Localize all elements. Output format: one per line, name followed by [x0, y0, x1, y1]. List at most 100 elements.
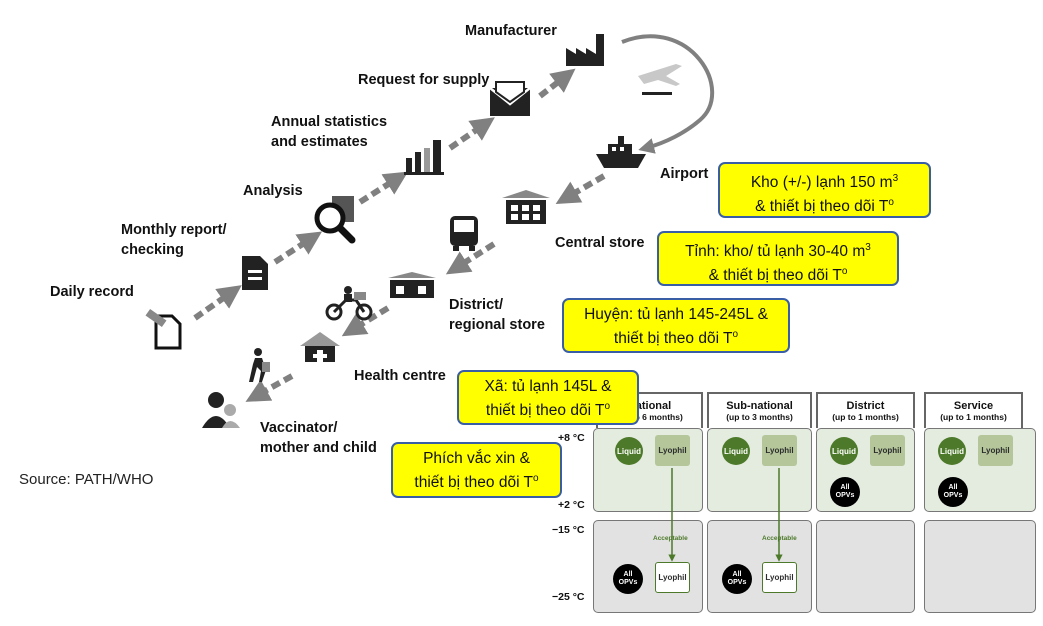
temp-minus25: −25 °C — [552, 591, 585, 603]
arrow-stats-to-request — [448, 117, 495, 151]
label-central-store: Central store — [555, 235, 645, 251]
note-national-store: Kho (+/-) lạnh 150 m3 & thiết bị theo dõ… — [718, 162, 931, 218]
airport-ship-icon — [596, 136, 646, 168]
note-vaccine-carrier-line2: thiết bị theo dõi T — [414, 474, 534, 492]
superscript: o — [533, 473, 539, 484]
label-vaccinator-line1: Vaccinator/ — [260, 420, 338, 436]
label-airport: Airport — [660, 166, 709, 182]
column-subtitle: (up to 3 months) — [726, 412, 793, 422]
note-vaccine-carrier-line1: Phích vắc xin & — [423, 450, 530, 467]
temp-plus2: +2 °C — [558, 499, 585, 511]
lyophil-vaccine: Lyophil — [978, 435, 1013, 466]
bar-chart-icon — [404, 140, 444, 175]
note-province-store: Tỉnh: kho/ tủ lạnh 30-40 m3 & thiết bị t… — [657, 231, 899, 286]
label-vaccinator-line2: mother and child — [260, 440, 377, 456]
airplane-icon — [638, 64, 682, 95]
column-header-service: Service (up to 1 months) — [924, 392, 1023, 428]
envelope-icon — [489, 81, 531, 116]
motorbike-icon — [325, 286, 373, 321]
superscript: 3 — [865, 242, 871, 253]
factory-icon — [566, 34, 604, 66]
arrow-monthly-to-analysis — [273, 231, 323, 265]
mother-child-icon — [202, 392, 240, 428]
arrow-daily-to-monthly — [193, 285, 242, 321]
bus-icon — [450, 216, 478, 251]
label-health-centre: Health centre — [354, 368, 446, 384]
column-subtitle: (up to 1 months) — [940, 412, 1007, 422]
arrow-manufacturer-to-airport — [621, 34, 715, 154]
walking-person-icon — [249, 348, 270, 382]
monthly-report-icon — [242, 256, 268, 290]
all-opvs-line2: OPVs — [618, 579, 638, 586]
column-header-district: District (up to 1 months) — [816, 392, 915, 428]
acceptable-label: Acceptable — [653, 535, 688, 542]
column-subtitle: (up to 6 months) — [616, 412, 683, 422]
central-store-icon — [502, 190, 550, 224]
note-commune-line2: thiết bị theo dõi T — [485, 402, 605, 420]
superscript: 3 — [892, 173, 899, 184]
label-district-store: District/ regional store — [449, 295, 545, 335]
health-centre-icon — [300, 332, 340, 362]
lyophil-frozen: Lyophil — [762, 562, 797, 593]
lyophil-vaccine: Lyophil — [762, 435, 797, 466]
daily-record-icon — [145, 308, 182, 350]
label-annual-statistics-line2: and estimates — [271, 134, 368, 150]
lyophil-frozen: Lyophil — [655, 562, 690, 593]
note-district-line2: thiết bị theo dõi T — [613, 330, 733, 348]
note-province-line2: & thiết bị theo dõi T — [708, 267, 842, 285]
column-title: District — [846, 400, 885, 412]
column-title: Sub-national — [726, 400, 793, 412]
label-annual-statistics: Annual statistics and estimates — [271, 112, 387, 152]
arrow-central-to-regional — [445, 241, 496, 275]
liquid-vaccine: Liquid — [830, 437, 858, 465]
label-daily-record: Daily record — [50, 284, 134, 300]
temp-plus8: +8 °C — [558, 432, 585, 444]
all-opvs-line1: All — [623, 571, 633, 578]
label-monthly-report: Monthly report/ checking — [121, 220, 227, 260]
label-annual-statistics-line1: Annual statistics — [271, 114, 388, 130]
note-national-line2: & thiết bị theo dõi T — [755, 198, 889, 216]
liquid-vaccine: Liquid — [938, 437, 966, 465]
superscript: o — [841, 266, 848, 278]
regional-store-icon — [388, 272, 436, 298]
arrow-health-to-vaccinator — [245, 373, 294, 402]
note-commune: Xã: tủ lạnh 145L & thiết bị theo dõi To — [457, 370, 639, 425]
magnifier-icon — [314, 196, 356, 244]
liquid-vaccine: Liquid — [722, 437, 750, 465]
label-monthly-report-line1: Monthly report/ — [121, 222, 227, 238]
label-vaccinator: Vaccinator/ mother and child — [260, 418, 377, 458]
arrow-request-to-manufacturer — [538, 68, 576, 99]
band-frozen-district — [816, 520, 915, 613]
label-district-store-line1: District/ — [449, 297, 503, 313]
note-vaccine-carrier: Phích vắc xin & thiết bị theo dõi To — [391, 442, 562, 498]
arrow-regional-to-health — [341, 305, 390, 337]
superscript: o — [888, 197, 894, 209]
arrow-analysis-to-stats — [358, 171, 409, 205]
column-subtitle: (up to 1 months) — [832, 412, 899, 422]
label-request-for-supply: Request for supply — [358, 72, 490, 88]
note-province-line1: Tỉnh: kho/ tủ lạnh 30-40 m — [685, 243, 866, 261]
note-district-store: Huyện: tủ lạnh 145-245L & thiết bị theo … — [562, 298, 790, 353]
all-opvs-line2: OPVs — [727, 579, 747, 586]
all-opvs-line2: OPVs — [835, 492, 855, 499]
label-analysis: Analysis — [243, 183, 303, 199]
note-national-line1: Kho (+/-) lạnh 150 m — [750, 174, 893, 192]
label-manufacturer: Manufacturer — [465, 23, 557, 39]
note-district-line1: Huyện: tủ lạnh 145-245L & — [584, 306, 768, 323]
all-opvs-line1: All — [840, 484, 850, 491]
liquid-vaccine: Liquid — [615, 437, 643, 465]
column-title: Service — [953, 400, 994, 412]
label-monthly-report-line2: checking — [121, 242, 184, 258]
superscript: o — [732, 329, 739, 340]
lyophil-vaccine: Lyophil — [870, 435, 905, 466]
lyophil-vaccine: Lyophil — [655, 435, 690, 466]
band-frozen-service — [924, 520, 1036, 613]
arrow-airport-to-central — [555, 173, 606, 205]
temp-minus15: −15 °C — [552, 524, 585, 536]
